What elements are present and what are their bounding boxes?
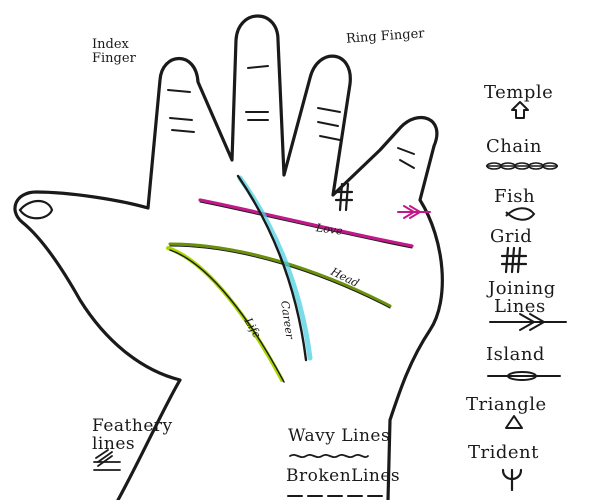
- temple-icon: [512, 102, 528, 118]
- island-label: Island: [486, 346, 545, 364]
- love-line-label: Love: [315, 222, 343, 237]
- island-icon: [488, 372, 560, 380]
- triangle-icon: [506, 416, 522, 428]
- grid-icon: [502, 248, 526, 272]
- life-line-ink: [170, 250, 284, 382]
- wavy-lines-label: Wavy Lines: [288, 428, 390, 445]
- fish-icon: [506, 208, 534, 220]
- love-line-ink: [200, 202, 412, 248]
- trident-icon: [503, 470, 521, 490]
- feathery-lines-label-line1: Feathery: [92, 418, 173, 435]
- feathery-lines-label-line2: lines: [92, 436, 135, 453]
- chain-label: Chain: [486, 138, 542, 156]
- triangle-label: Triangle: [466, 396, 547, 414]
- wavy-lines-icon: [290, 455, 368, 457]
- broken-lines-label: BrokenLines: [286, 468, 400, 485]
- grid-label: Grid: [490, 228, 532, 246]
- temple-label: Temple: [484, 84, 553, 102]
- joining-lines-label-line2: Lines: [494, 298, 546, 316]
- index-finger-label-line2: Finger: [92, 52, 136, 65]
- chain-icon: [486, 163, 558, 169]
- index-finger-label-line1: Index: [92, 38, 129, 51]
- life-line: [168, 248, 282, 380]
- fish-label: Fish: [494, 188, 535, 206]
- love-line: [200, 200, 412, 246]
- trident-label: Trident: [468, 444, 539, 462]
- thumb-nail: [20, 201, 52, 218]
